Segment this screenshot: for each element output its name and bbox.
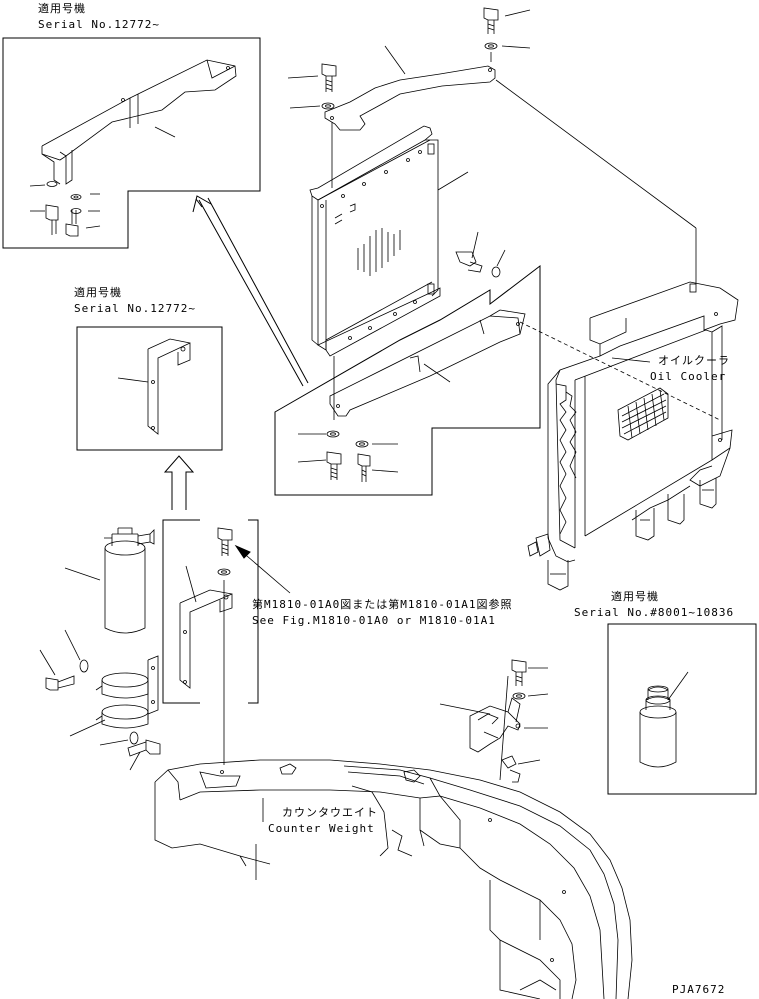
filter-canister — [64, 527, 155, 634]
bolt-top-right — [483, 7, 531, 62]
arrow-up — [163, 455, 195, 510]
bracket-frame — [162, 519, 259, 704]
oil-cooler-leaders — [495, 79, 721, 421]
arrow-to-top-inset — [192, 195, 309, 387]
counterweight-label-en: Counter Weight — [268, 822, 375, 835]
reference-label-jp: 第M1810-01A0図または第M1810-01A1図参照 — [252, 598, 513, 611]
top-stay — [324, 45, 496, 188]
bolts-left — [39, 649, 161, 771]
inset-frame-mid-left — [76, 326, 223, 451]
applicable-label-top: 適用号機 — [38, 2, 86, 15]
inset-frame-top-left — [2, 37, 261, 249]
filter-clamps — [64, 629, 159, 729]
serial-label-top: Serial No.12772~ — [38, 18, 160, 31]
receiver-bracket — [439, 659, 549, 783]
radiator-core — [309, 125, 469, 357]
reference-label-en: See Fig.M1810-01A0 or M1810-01A1 — [252, 614, 496, 627]
mid-bracket-frame — [274, 264, 541, 496]
drawing-code: PJA7672 — [672, 983, 726, 996]
bolt-top-center — [287, 63, 337, 110]
counterweight-label-jp: カウンタウエイト — [282, 806, 378, 819]
applicable-label-bottom: 適用号機 — [611, 590, 659, 603]
oil-cooler-mesh — [617, 387, 669, 441]
applicable-label-mid: 適用号機 — [74, 286, 122, 299]
oil-cooler-frame — [527, 281, 739, 591]
inset-bolts — [29, 181, 101, 237]
serial-label-bottom: Serial No.#8001~10836 — [574, 606, 735, 619]
inset-bracket-long — [41, 59, 237, 185]
oil-cooler-label-jp: オイルクーラ — [658, 354, 730, 367]
reference-arrow — [234, 544, 291, 594]
counterweight — [154, 759, 633, 999]
bolts-mid — [297, 231, 506, 482]
inset-frame-bottom-right — [607, 623, 757, 795]
bolt-center — [217, 527, 233, 765]
serial-label-mid: Serial No.12772~ — [74, 302, 196, 315]
oil-cooler-label-en: Oil Cooler — [650, 370, 727, 383]
mid-bracket — [329, 309, 526, 420]
